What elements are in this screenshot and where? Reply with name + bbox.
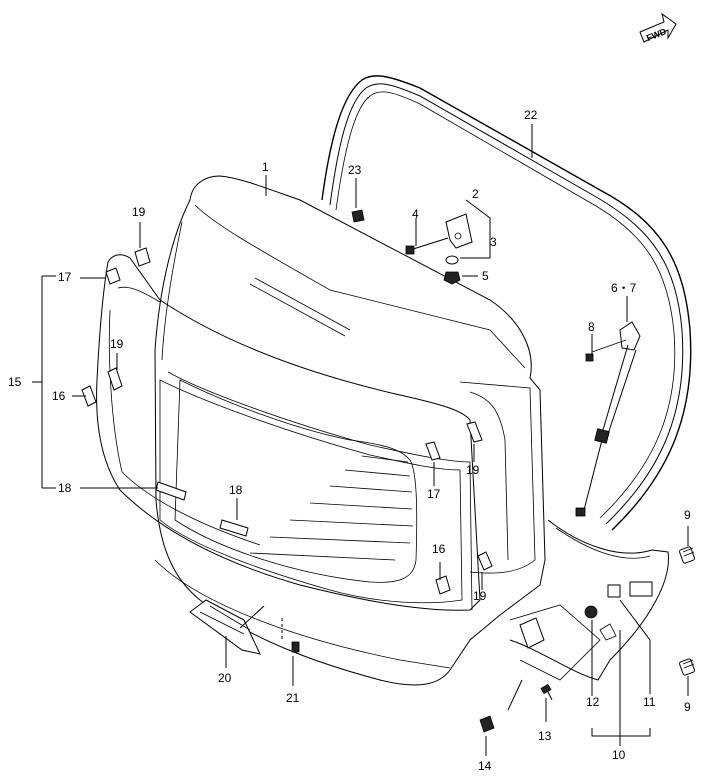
license-lamp: [189, 599, 261, 655]
trim-clips: [81, 247, 493, 595]
fwd-arrow-icon: FWD: [639, 12, 677, 43]
cap-23: [351, 209, 365, 223]
bolt-8: [585, 353, 594, 362]
callout-9-upper: 9: [684, 508, 691, 522]
callout-19-lower: 19: [473, 589, 487, 603]
callout-16-right: 16: [432, 542, 446, 556]
callout-10: 10: [612, 748, 626, 762]
callout-14: 14: [478, 759, 492, 773]
bumper-9-lower: [679, 658, 695, 676]
callout-19-left: 19: [110, 337, 124, 351]
callout-labels: 1 2 3 4 5 6・7 8 9 9 10 11 12 13 14 15 16…: [8, 108, 691, 773]
clip-16-right: [435, 575, 451, 595]
callout-22: 22: [524, 108, 538, 122]
bracket-11: [629, 581, 653, 597]
clip-19-left: [107, 367, 123, 391]
callout-16-left: 16: [52, 389, 66, 403]
callout-11: 11: [643, 695, 656, 709]
latch-garnish: [509, 519, 669, 681]
lower-bracket: [479, 604, 601, 733]
callout-18-left: 18: [58, 481, 72, 495]
callout-23: 23: [348, 163, 362, 177]
callout-6-7: 6・7: [611, 281, 637, 295]
callout-17-right: 17: [427, 487, 441, 501]
clip-18-mid: [219, 519, 249, 537]
clip-19-upper: [134, 247, 151, 267]
callout-1: 1: [262, 160, 269, 174]
callout-5: 5: [482, 269, 489, 283]
callout-2: 2: [472, 187, 479, 201]
inner-trim-panel: [96, 254, 481, 611]
nut-12: [584, 605, 598, 619]
callout-12: 12: [586, 695, 600, 709]
callout-19-upper: 19: [132, 205, 146, 219]
clip-16-left: [81, 385, 97, 407]
weatherstrip-seal: [321, 75, 692, 531]
clip-19-right: [466, 421, 483, 443]
callout-9-lower: 9: [684, 700, 691, 714]
clip-18-left: [155, 481, 187, 501]
clip-14: [479, 715, 495, 733]
callout-4: 4: [412, 207, 419, 221]
rear-glass: [174, 379, 418, 583]
bolt-4: [405, 245, 415, 255]
back-door-panel: [154, 175, 546, 686]
gas-strut: [575, 321, 641, 517]
bumper-9-upper: [679, 546, 695, 564]
clip-11: [607, 584, 621, 598]
callout-19-right: 19: [466, 463, 480, 477]
clip-17-right: [425, 441, 441, 461]
callout-3: 3: [490, 235, 497, 249]
leader-lines: [32, 124, 689, 756]
clip-19-lower: [477, 551, 493, 571]
callout-13: 13: [538, 729, 552, 743]
hinge: [405, 213, 473, 255]
nut-5: [443, 271, 461, 285]
callout-21: 21: [286, 691, 300, 705]
callout-17-left: 17: [58, 270, 72, 284]
callout-8: 8: [588, 320, 595, 334]
clip-17-left: [105, 267, 121, 285]
callout-15: 15: [8, 375, 22, 389]
washer: [445, 255, 459, 265]
screw-21: [291, 641, 300, 653]
callout-18-mid: 18: [229, 483, 243, 497]
callout-20: 20: [218, 671, 232, 685]
